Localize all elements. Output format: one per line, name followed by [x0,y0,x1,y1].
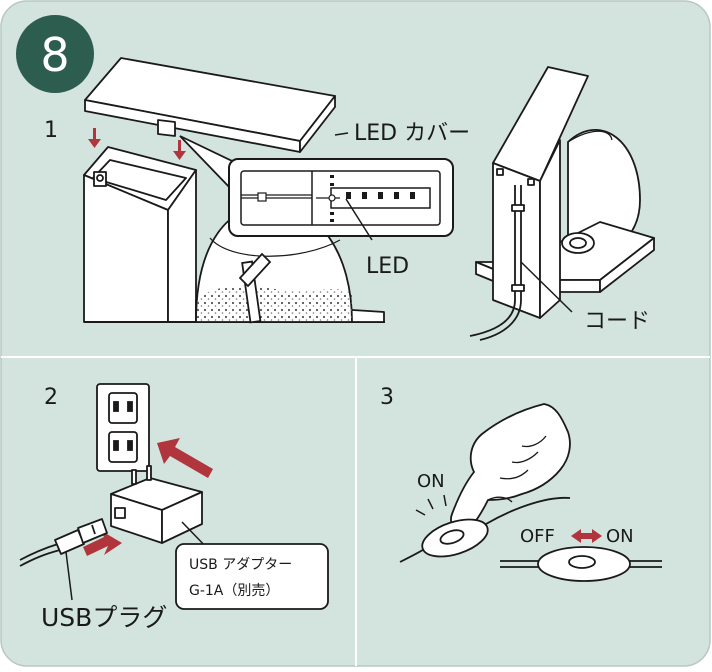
usb-adapter-illustration [110,465,203,544]
label-led-cover: LED カバー [354,121,470,146]
label-off: OFF [520,526,555,547]
led-callout-box [228,158,454,237]
label-on-pressed: ON [417,471,445,492]
toggle-arrow-icon [571,529,602,543]
inline-switch-illustration [500,546,662,582]
switch-pressed-illustration [399,496,571,563]
wall-outlet-illustration [96,383,150,472]
led-chip-icon [330,175,415,222]
panel2-number: 2 [44,385,58,410]
leader-line-led [345,198,373,241]
leader-line-usb-plug [65,551,73,601]
label-usb-plug: USBプラグ [41,603,167,632]
panel1-number: 1 [44,118,58,143]
lamp-side-illustration [469,66,655,341]
leader-line-cord [520,261,573,313]
led-cover-illustration [84,57,336,153]
adapter-label-line1: USB アダプター [189,557,292,573]
step-badge-number: 8 [40,28,69,82]
down-arrow-icon [88,128,186,160]
press-burst-icon [415,494,447,516]
adapter-label-box: USB アダプター G-1A（別売） [175,543,329,610]
usb-plug-illustration [19,518,108,567]
label-on: ON [606,526,634,547]
label-cord: コード [584,309,650,334]
panel3-number: 3 [380,385,394,410]
label-led: LED [366,254,409,279]
adapter-label-line2: G-1A（別売） [189,583,279,599]
step-badge: 8 [16,15,94,93]
plug-in-arrow-icon [83,438,213,556]
leader-line-cover [334,132,349,136]
